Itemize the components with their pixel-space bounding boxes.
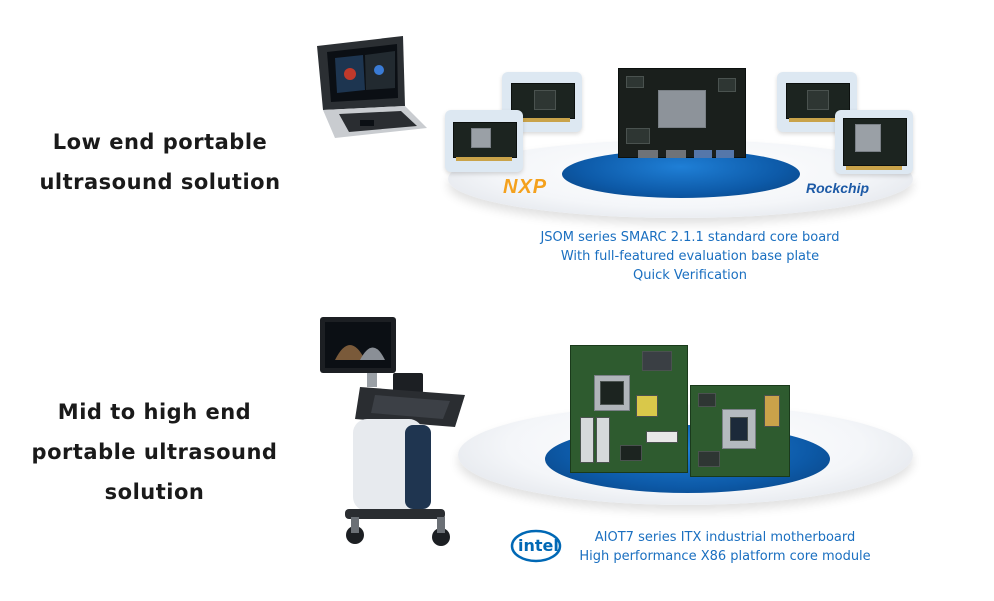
low-end-caption-line-2: With full-featured evaluation base plate [560, 249, 820, 264]
nxp-core-board-card-back [502, 72, 582, 132]
high-end-caption-line-1: AIOT7 series ITX industrial motherboard [594, 530, 856, 545]
low-end-blue-base [562, 150, 800, 198]
low-end-caption: JSOM series SMARC 2.1.1 standard core bo… [480, 228, 900, 285]
low-end-heading-line-2: ultrasound solution [39, 170, 281, 194]
intel-swoosh-icon [510, 529, 562, 563]
low-end-heading-line-1: Low end portable [52, 130, 268, 154]
nxp-logo: NXP [503, 176, 548, 198]
laptop-ultrasound-icon [317, 36, 427, 138]
portable-ultrasound-device-image [305, 28, 430, 143]
x86-core-module [690, 385, 790, 477]
high-end-heading-line-3: solution [104, 480, 205, 504]
high-end-heading: Mid to high end portable ultrasound solu… [12, 392, 297, 512]
itx-industrial-motherboard [570, 345, 688, 473]
cart-ultrasound-icon [320, 317, 465, 546]
cart-ultrasound-device-image [315, 315, 475, 550]
rockchip-logo: Rockchip [806, 180, 870, 196]
high-end-heading-line-1: Mid to high end [57, 400, 252, 424]
high-end-heading-line-2: portable ultrasound [31, 440, 278, 464]
high-end-caption-line-2: High performance X86 platform core modul… [579, 549, 871, 564]
intel-logo: intel [510, 528, 562, 564]
rockchip-core-board-card-front [835, 110, 913, 174]
intel-logo-text: intel [518, 536, 559, 555]
low-end-caption-line-1: JSOM series SMARC 2.1.1 standard core bo… [540, 230, 840, 245]
high-end-caption: AIOT7 series ITX industrial motherboard … [560, 528, 890, 566]
low-end-caption-line-3: Quick Verification [633, 268, 747, 283]
nxp-core-board-card-front [445, 110, 523, 172]
evaluation-base-board [618, 68, 746, 162]
low-end-heading: Low end portable ultrasound solution [20, 122, 300, 202]
